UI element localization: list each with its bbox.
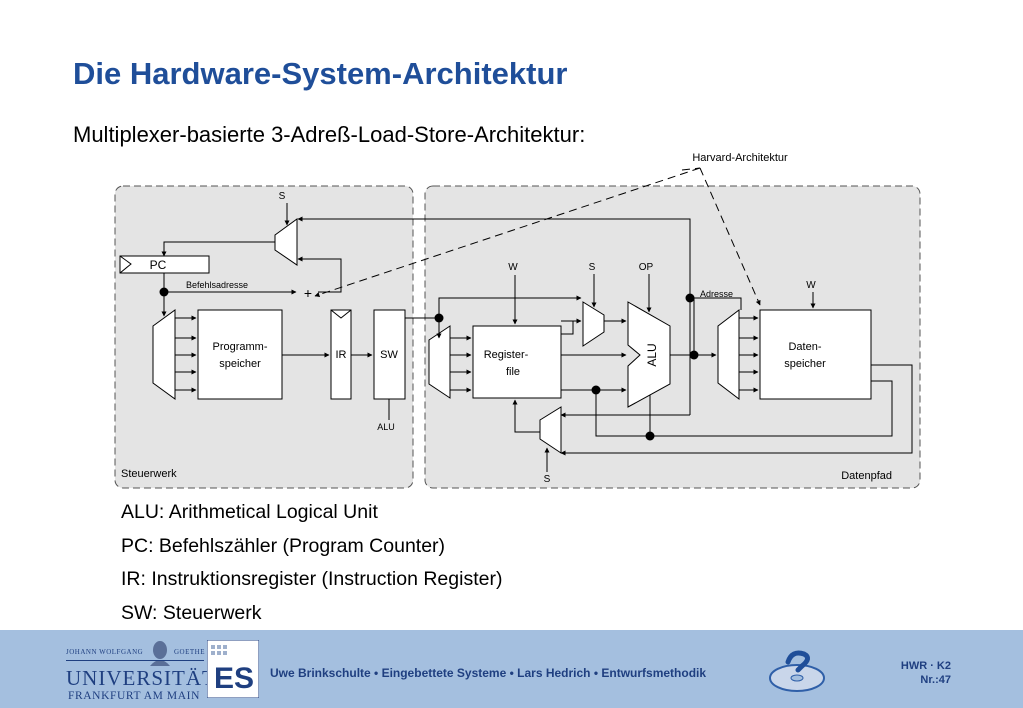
adresse-label: Adresse — [700, 289, 733, 299]
wires — [161, 203, 913, 472]
regfile-write-label: W — [508, 262, 518, 273]
slide-footer: JOHANN WOLFGANG GOETHE UNIVERSITÄT FRANK… — [0, 630, 1023, 708]
architecture-diagram: Steuerwerk Datenpfad Harvard-Architektur… — [114, 152, 921, 489]
program-memory-label-1: Programm- — [212, 341, 267, 353]
control-unit-sw — [373, 309, 406, 400]
legend-sw: SW: Steuerwerk — [121, 601, 262, 624]
register-file-label-1: Register- — [484, 349, 529, 361]
program-memory-label-2: speicher — [219, 358, 261, 370]
register-file-mux — [428, 325, 451, 399]
data-memory-label-2: speicher — [784, 358, 826, 370]
writeback-mux-select-label: S — [544, 474, 551, 485]
footer-authors: Uwe Brinkschulte • Eingebettete Systeme … — [270, 666, 707, 680]
es-logo-text: ES — [214, 662, 254, 695]
befehlsadresse-label: Befehlsadresse — [186, 280, 248, 290]
data-memory-mux — [717, 308, 740, 401]
abbreviation-legend: ALU: Arithmetical Logical Unit PC: Befeh… — [121, 500, 502, 634]
logo-small-left: JOHANN WOLFGANG — [66, 648, 144, 656]
goethe-portrait-icon — [150, 641, 170, 666]
university-logo: JOHANN WOLFGANG GOETHE UNIVERSITÄT FRANK… — [66, 640, 215, 702]
pc-label: PC — [150, 258, 167, 272]
footer-slide-number: Nr.:47 — [920, 674, 951, 686]
alu-label: ALU — [645, 343, 659, 366]
datapath-region — [424, 185, 921, 489]
sw-alu-label: ALU — [377, 422, 395, 432]
data-memory — [759, 309, 872, 400]
alu-unit — [627, 301, 671, 408]
slide-subtitle: Multiplexer-basierte 3-Adreß-Load-Store-… — [73, 122, 586, 147]
pc-mux-select-label: S — [279, 191, 286, 202]
legend-pc: PC: Befehlszähler (Program Counter) — [121, 534, 446, 557]
cd-icon — [769, 650, 825, 692]
alu-input-mux — [582, 301, 605, 347]
ir-clock-marker — [330, 309, 352, 319]
logo-small-right: GOETHE — [174, 648, 205, 656]
logo-city: FRANKFURT AM MAIN — [68, 690, 200, 702]
harvard-label: Harvard-Architektur — [692, 152, 788, 164]
legend-ir: IR: Instruktionsregister (Instruction Re… — [121, 568, 503, 590]
pc-mux — [274, 218, 298, 266]
footer-course: HWR · K2 — [900, 660, 951, 672]
adder-symbol: + — [304, 285, 312, 301]
datamem-write-label: W — [806, 280, 816, 291]
sw-label: SW — [380, 349, 398, 361]
data-memory-label-1: Daten- — [788, 341, 821, 353]
logo-university: UNIVERSITÄT — [66, 666, 216, 690]
footer-slide-info: HWR · K2 Nr.:47 — [901, 659, 951, 687]
slide-title: Die Hardware-System-Architektur — [73, 56, 568, 91]
register-file — [472, 325, 562, 399]
alu-op-label: OP — [639, 262, 654, 273]
legend-alu: ALU: Arithmetical Logical Unit — [121, 501, 378, 523]
register-file-label-2: file — [506, 366, 520, 378]
pc-clock-marker — [119, 255, 132, 274]
program-memory-mux — [152, 309, 176, 400]
datapath-label: Datenpfad — [841, 470, 892, 482]
es-logo-icon: ES — [207, 640, 259, 698]
program-memory — [197, 309, 283, 400]
harvard-pointers — [314, 167, 761, 306]
junction-dots — [159, 287, 699, 441]
ir-label: IR — [336, 349, 347, 361]
control-unit-label: Steuerwerk — [121, 468, 177, 480]
alu-mux-select-label: S — [589, 262, 596, 273]
